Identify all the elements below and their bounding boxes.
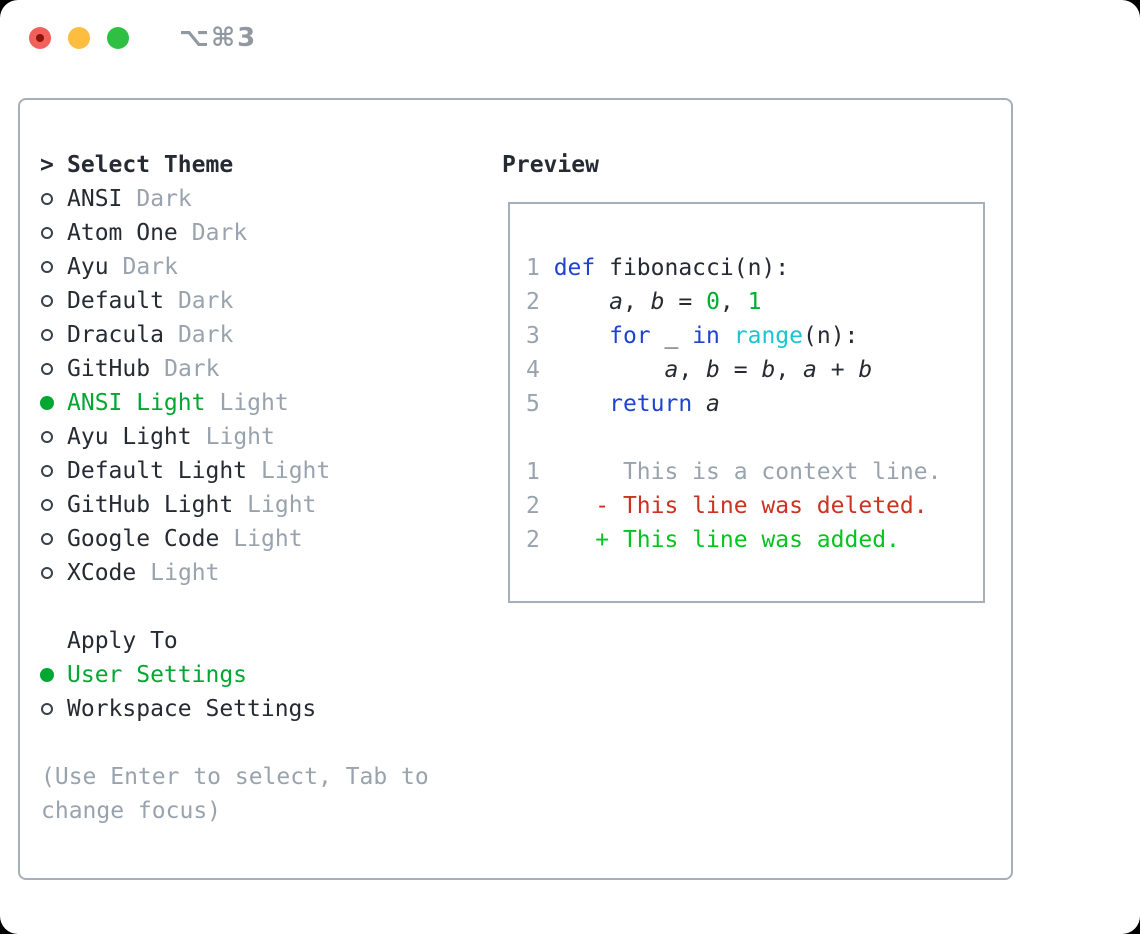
radio-icon [40,227,67,239]
preview-line: 2 a, b = 0, 1 [526,289,762,315]
theme-name: Default Light [67,458,248,484]
radio-icon [40,465,67,477]
radio-icon [40,261,67,273]
apply-option-label: User Settings [67,662,248,688]
theme-name: Default [67,288,164,314]
cursor-marker-icon: > [40,152,54,178]
theme-variant-tag: Dark [191,220,248,246]
spacer [40,590,490,624]
keyboard-hint: (Use Enter to select, Tab to change focu… [41,764,429,824]
theme-variant-tag: Dark [164,356,220,382]
radio-icon [40,431,67,443]
radio-icon [40,567,67,579]
radio-icon [40,703,67,715]
preview-line: 4 a, b = b, a + b [526,357,873,383]
apply-option-label: Workspace Settings [67,696,317,722]
theme-variant-tag: Dark [177,288,234,314]
theme-variant-tag: Light [233,526,303,552]
theme-variant-tag: Light [261,458,331,484]
theme-option-dracula[interactable]: Dracula Dark [40,318,490,352]
radio-icon [40,533,67,545]
theme-name: Google Code [67,526,220,552]
theme-option-default-light[interactable]: Default Light Light [40,454,490,488]
preview-line: 2 - This line was deleted. [526,493,928,519]
theme-variant-tag: Light [205,424,275,450]
theme-option-ansi-light[interactable]: ANSI Light Light [40,386,490,420]
radio-icon [40,329,67,341]
radio-icon [40,499,67,511]
preview-box: 1 def fibonacci(n): 2 a, b = 0, 1 3 for _ … [508,202,985,603]
theme-option-ayu-light[interactable]: Ayu Light Light [40,420,490,454]
theme-variant-tag: Dark [122,254,178,280]
unsaved-dot-icon [36,34,44,42]
theme-option-atom-one[interactable]: Atom One Dark [40,216,490,250]
theme-variant-tag: Light [150,560,220,586]
preview-line: 1 def fibonacci(n): [526,255,790,281]
theme-name: XCode [67,560,137,586]
theme-name: Atom One [67,220,178,246]
theme-name: Ayu [67,254,109,280]
radio-icon [40,193,67,205]
select-theme-title: Select Theme [67,152,234,178]
theme-variant-tag: Light [247,492,317,518]
window-title: ⌥⌘3 [179,23,258,53]
theme-option-github-light[interactable]: GitHub Light Light [40,488,490,522]
theme-name: Ayu Light [67,424,192,450]
minimize-button[interactable] [68,27,90,49]
radio-selected-icon [40,668,67,682]
theme-option-ansi[interactable]: ANSI Dark [40,182,490,216]
apply-to-header: Apply To [40,624,490,658]
apply-option-user-settings[interactable]: User Settings [40,658,490,692]
theme-variant-tag: Light [219,390,289,416]
radio-icon [40,295,67,307]
preview-line: 3 for _ in range(n): [526,323,859,349]
select-theme-header: > Select Theme [40,148,490,182]
zoom-button[interactable] [107,27,129,49]
theme-name: GitHub Light [67,492,234,518]
theme-option-default[interactable]: Default Dark [40,284,490,318]
theme-option-xcode[interactable]: XCode Light [40,556,490,590]
preview-line [526,421,983,455]
theme-name: GitHub [67,356,151,382]
apply-to-title: Apply To [67,628,178,654]
close-button[interactable] [29,27,51,49]
theme-option-ayu[interactable]: Ayu Dark [40,250,490,284]
apply-option-workspace-settings[interactable]: Workspace Settings [40,692,490,726]
theme-variant-tag: Dark [136,186,192,212]
titlebar: ⌥⌘3 [0,0,1140,76]
theme-name: Dracula [67,322,164,348]
preview-title: Preview [502,152,599,178]
preview-line: 2 + This line was added. [526,527,900,553]
theme-name: ANSI Light [67,390,206,416]
theme-option-google-code[interactable]: Google Code Light [40,522,490,556]
preview-line: 5 return a [526,391,720,417]
theme-option-github[interactable]: GitHub Dark [40,352,490,386]
radio-selected-icon [40,396,67,410]
theme-variant-tag: Dark [177,322,234,348]
preview-line: 1 This is a context line. [526,459,942,485]
radio-icon [40,363,67,375]
theme-name: ANSI [67,186,123,212]
spacer [40,726,490,760]
preview-code: 1 def fibonacci(n): 2 a, b = 0, 1 3 for _ … [510,204,983,557]
